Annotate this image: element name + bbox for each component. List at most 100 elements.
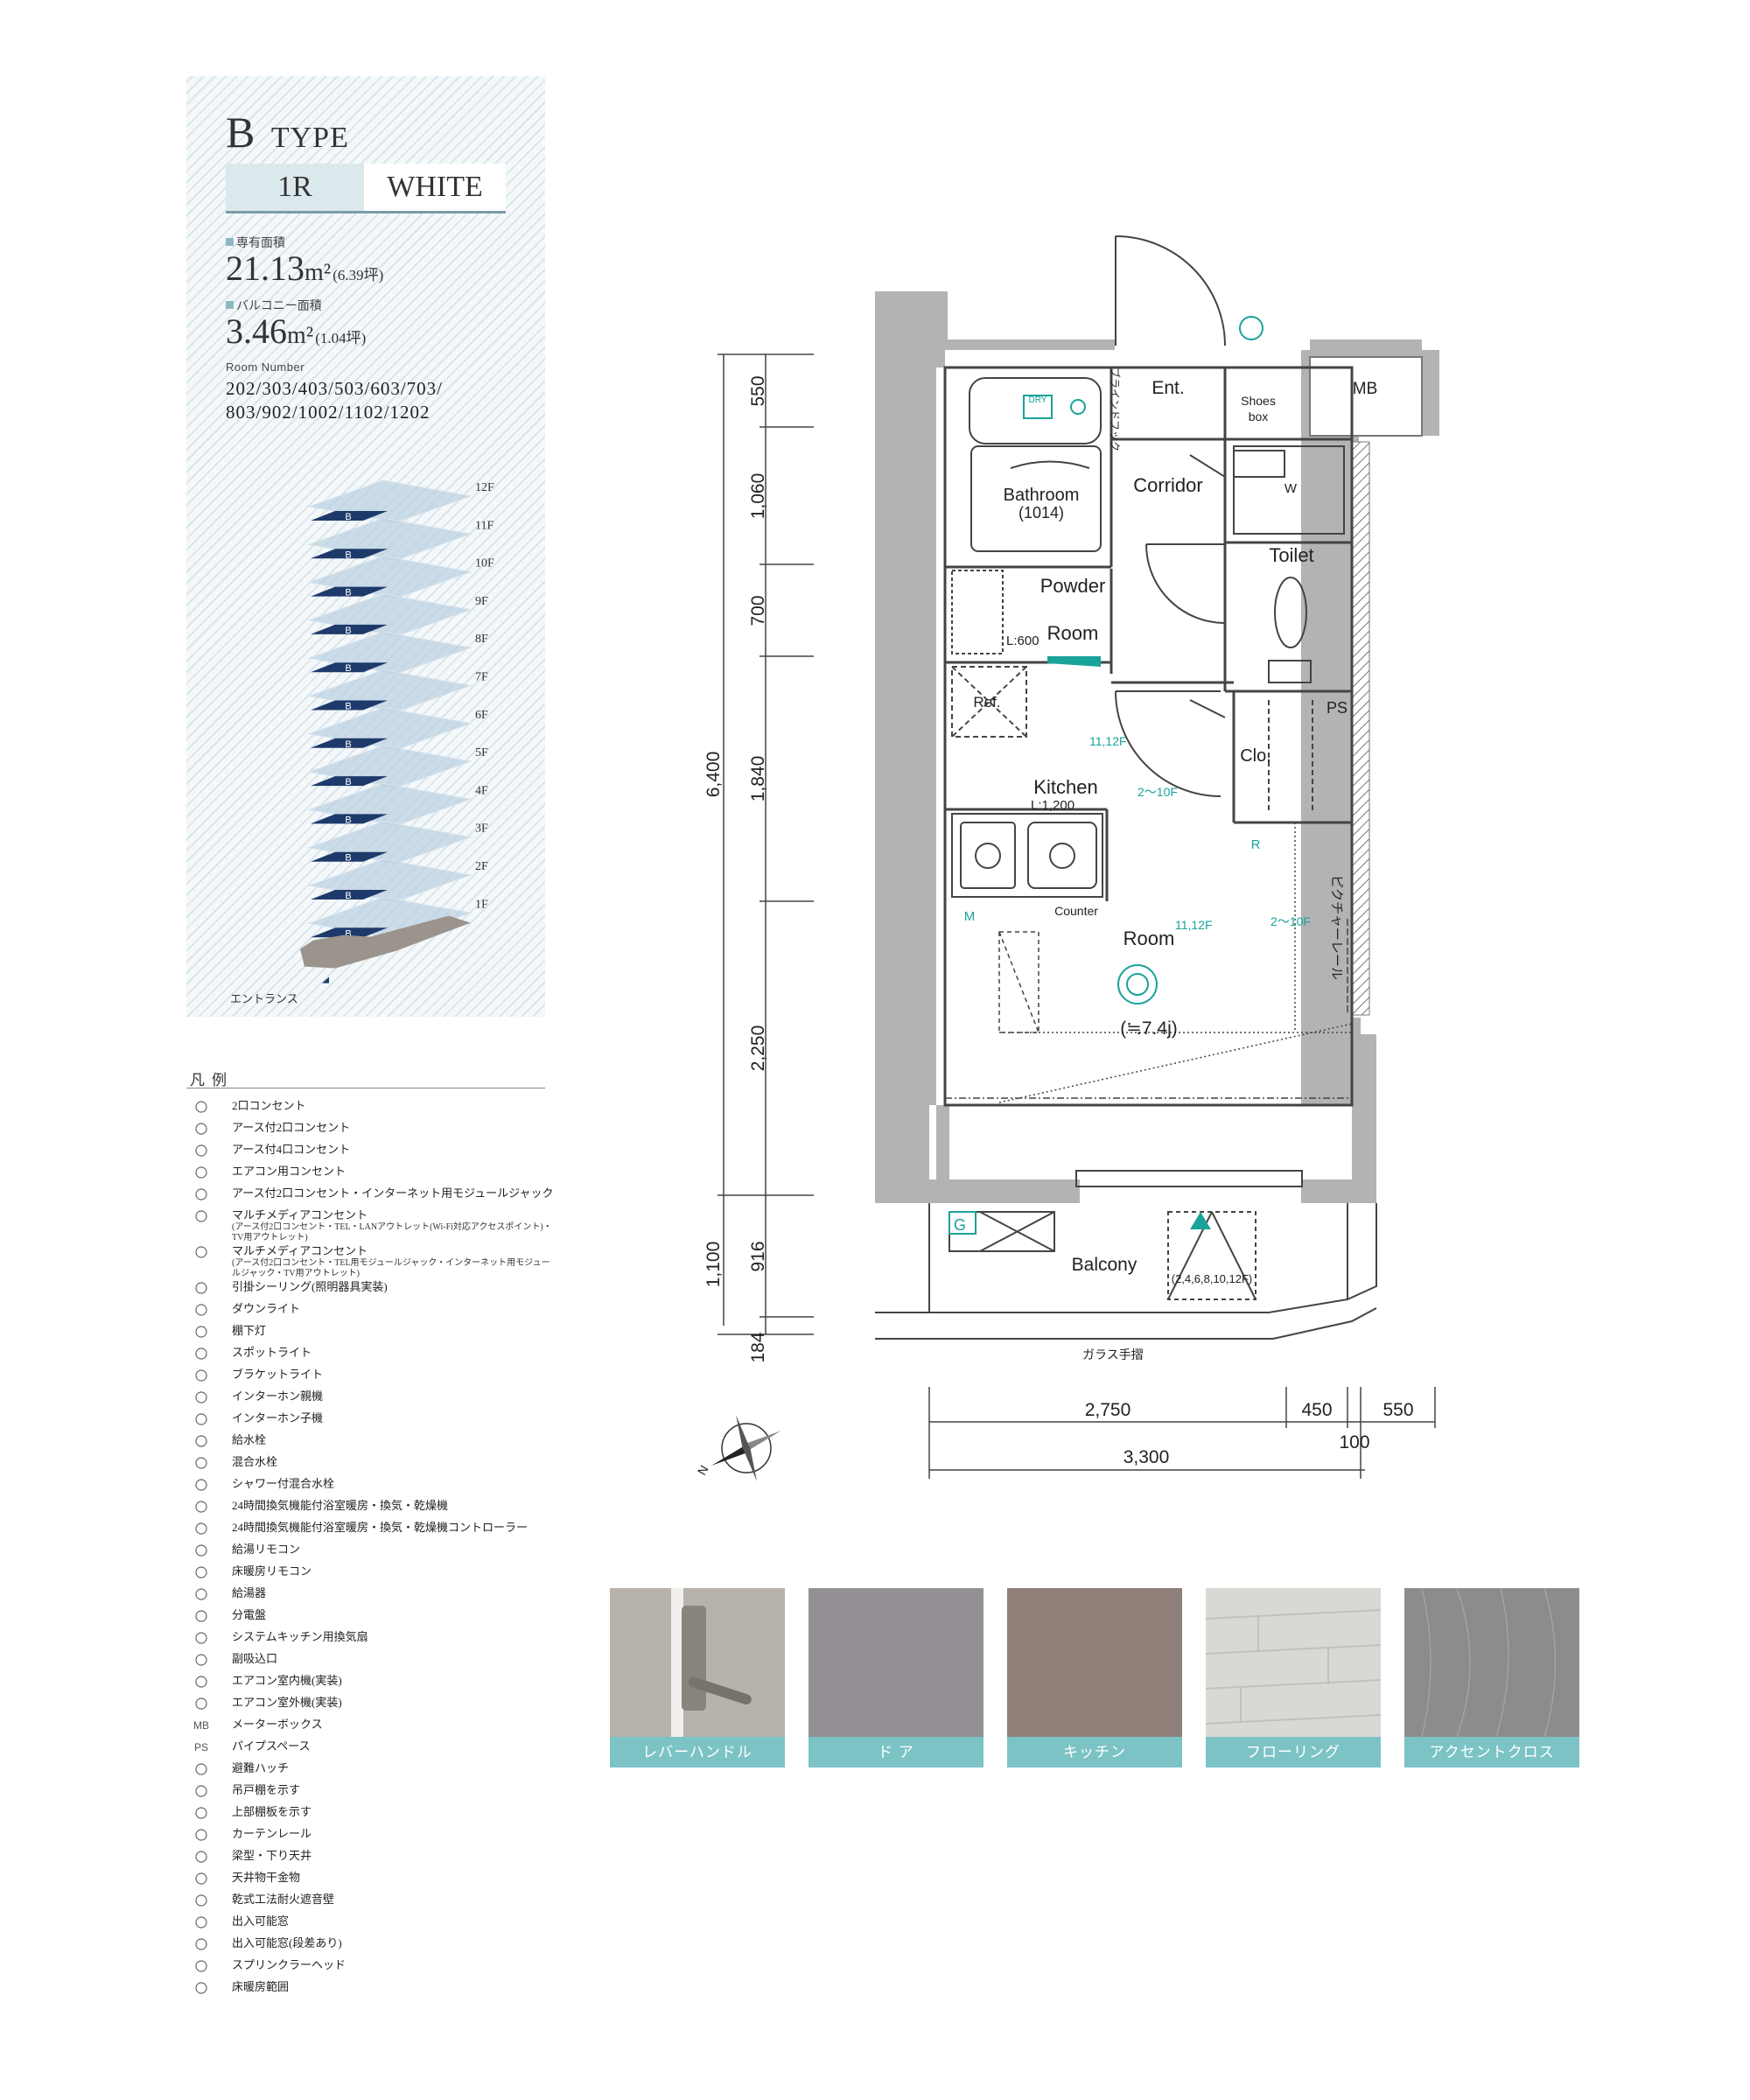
legend-list: 2口コンセントアース付2口コンセントアース付4口コンセントエアコン用コンセントア… — [171, 1098, 556, 2001]
finish-sample — [610, 1588, 785, 1737]
unit-marker — [311, 928, 388, 938]
legend-item: エアコン用コンセント — [171, 1164, 556, 1186]
finish-label: キッチン — [1007, 1737, 1182, 1768]
distribution-board — [1047, 656, 1101, 667]
kitchen-fan-icon — [171, 1629, 232, 1647]
legend-item: 棚下灯 — [171, 1323, 556, 1345]
legend-item: 吊戸棚を示す — [171, 1782, 556, 1804]
unit-marker — [311, 814, 388, 824]
legend-item: インターホン親機 — [171, 1389, 556, 1410]
multimedia-outlet-icon — [171, 1243, 232, 1261]
unit-marker-label: B — [345, 777, 351, 788]
meter-box — [1309, 356, 1423, 437]
internal-doors — [1115, 454, 1226, 797]
dim-2250: 2,250 — [748, 1026, 768, 1072]
balcony-area-label: バルコニー面積 — [226, 297, 322, 314]
finish-swatch: ド ア — [808, 1588, 984, 1768]
legend-text: 給水栓 — [232, 1433, 267, 1446]
legend-item: スポットライト — [171, 1345, 556, 1367]
outlet-internet-icon — [171, 1186, 232, 1203]
legend-text: スポットライト — [232, 1346, 312, 1359]
legend-item: システムキッチン用換気扇 — [171, 1629, 556, 1651]
type-letter: B — [226, 108, 256, 157]
legend-text: 出入可能窓 — [232, 1914, 290, 1928]
closet — [1268, 700, 1313, 814]
dim-550: 550 — [748, 375, 768, 406]
corridor-label: Corridor — [1133, 474, 1202, 496]
finish-swatch: フローリング — [1205, 1588, 1382, 1768]
legend-text: 棚下灯 — [232, 1324, 267, 1337]
bottom-dimensions — [928, 1387, 1436, 1479]
legend-text: エアコン用コンセント — [232, 1165, 346, 1178]
finish-label: ド ア — [808, 1737, 984, 1768]
type-bar: 1R WHITE — [226, 164, 506, 214]
dim-550-bottom: 550 — [1382, 1400, 1413, 1420]
outlet-2-icon — [171, 1098, 232, 1116]
left-dimension-labels: 550 1,060 700 1,840 2,250 916 184 6,400 … — [704, 375, 768, 1362]
room-details — [945, 822, 1353, 1103]
spotlight-icon — [171, 1345, 232, 1362]
legend-text: エアコン室外機(実装) — [232, 1696, 342, 1709]
floor-label: 6F — [475, 709, 488, 722]
unit-marker — [311, 549, 388, 559]
finish-sample — [1007, 1588, 1182, 1737]
shoes-box-label-1: Shoes — [1241, 394, 1276, 408]
floor-label: 10F — [475, 557, 494, 570]
ground-floor-base — [300, 915, 471, 969]
legend-item: 床暖房範囲 — [171, 1979, 556, 2001]
legend-item: 床暖房リモコン — [171, 1564, 556, 1586]
dim-700: 700 — [748, 595, 768, 626]
kitchen-label: Kitchen — [1033, 776, 1097, 798]
distribution-board-icon — [171, 1607, 232, 1625]
water-heater-icon — [171, 1586, 232, 1603]
legend-item: 出入可能窓(段差あり) — [171, 1936, 556, 1957]
meter-box-label: MB — [1353, 380, 1378, 398]
legend-text: アース付2口コンセント・インターネット用モジュールジャック — [232, 1186, 554, 1200]
bracket-light-icon — [171, 1367, 232, 1384]
picture-rail-label: ピクチャーレール — [1329, 875, 1344, 980]
intercom-main-icon — [171, 1389, 232, 1406]
legend-item: 給湯リモコン — [171, 1542, 556, 1564]
hatch-floors-label: (2,4,6,8,10,12F) — [1172, 1272, 1253, 1285]
upper-shelf-icon — [171, 1804, 232, 1822]
legend-item: MB メーターボックス — [171, 1717, 556, 1739]
aircon-indoor-icon — [171, 1673, 232, 1690]
ceiling-rosette-inner — [1126, 973, 1149, 996]
legend-item: アース付2口コンセント — [171, 1120, 556, 1142]
layout-badge: 1R — [226, 164, 364, 211]
legend-item: 出入可能窓 — [171, 1914, 556, 1936]
legend-text: スプリンクラーヘッド — [232, 1958, 346, 1971]
unit-marker — [311, 624, 388, 634]
finish-sample — [1404, 1587, 1579, 1738]
floor-label: 8F — [475, 633, 488, 646]
legend-item: カーテンレール — [171, 1826, 556, 1848]
water-tap-icon — [171, 1432, 232, 1450]
legend-item: エアコン室外機(実装) — [171, 1695, 556, 1717]
multimedia-m-label: M — [964, 909, 976, 924]
left-dimensions — [718, 354, 814, 1335]
legend-text: 給湯リモコン — [232, 1543, 301, 1556]
meter-box-icon: MB — [193, 1719, 209, 1732]
bath-dryer — [1023, 395, 1086, 419]
legend-text: メーターボックス — [232, 1718, 323, 1731]
air-intake-icon — [171, 1651, 232, 1669]
finish-swatch: アクセントクロス — [1404, 1587, 1579, 1768]
legend-item: 24時間換気機能付浴室暖房・換気・乾燥機 — [171, 1498, 556, 1520]
legend-text: 副吸込口 — [232, 1652, 278, 1665]
legend-text: 上部棚板を示す — [232, 1805, 312, 1818]
unit-marker — [311, 738, 388, 748]
bottom-dimension-labels: 2,750 450 550 100 3,300 — [1085, 1400, 1414, 1467]
unit-marker-label: B — [345, 550, 351, 560]
unit-marker — [311, 511, 388, 521]
water-heater-icon — [948, 1211, 976, 1235]
compass-rose-icon: N — [695, 1415, 781, 1481]
unit-marker-label: B — [345, 626, 351, 636]
legend-text: 吊戸棚を示す — [232, 1783, 301, 1796]
legend-text: 24時間換気機能付浴室暖房・換気・乾燥機コントローラー — [232, 1521, 528, 1534]
bathroom-label: Bathroom — [1004, 486, 1080, 505]
floor-heating-remote-icon — [171, 1564, 232, 1581]
powder-room-label-2: Room — [1047, 622, 1099, 644]
finish-sample — [1205, 1588, 1382, 1737]
legend-item: マルチメディアコンセント(アース付2口コンセント・TEL・LANアウトレット(W… — [171, 1208, 556, 1243]
legend-item: 天井物干金物 — [171, 1870, 556, 1892]
